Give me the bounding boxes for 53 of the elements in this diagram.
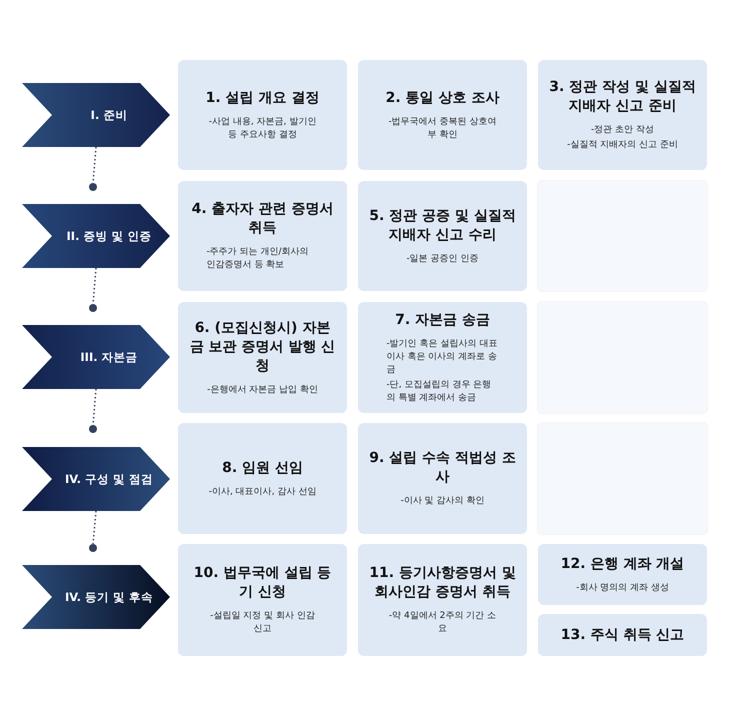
step-note: -단, 모집설립의 경우 은행의 특별 계좌에서 송금 — [386, 378, 492, 404]
step-title: 6. (모집신청시) 자본금 보관 증명서 발행 신청 — [188, 318, 336, 376]
step-title: 3. 정관 작성 및 실질적 지배자 신고 준비 — [548, 78, 697, 116]
step-title: 4. 출자자 관련 증명서 취득 — [190, 200, 334, 238]
step-card — [358, 423, 527, 534]
step-note: -설립일 지정 및 회사 인감 신고 — [209, 610, 316, 636]
step-card — [178, 302, 347, 413]
step-title: 5. 정관 공증 및 실질적 지배자 신고 수리 — [368, 206, 517, 244]
step-note: -회사 명의의 계좌 생성 — [576, 582, 669, 594]
step-title: 11. 등기사항증명서 및 회사인감 증명서 취득 — [368, 564, 517, 602]
stage-label: I. 준비 — [90, 108, 128, 122]
timeline-dot — [89, 425, 97, 433]
step-title: 9. 설립 수속 적법성 조사 — [368, 449, 517, 487]
step-title: 8. 임원 선임 — [222, 458, 303, 478]
step-note: -일본 공증인 인증 — [406, 252, 478, 266]
stage-label: IV. 등기 및 후속 — [64, 590, 154, 604]
timeline-dot — [89, 304, 97, 312]
step-note: -실질적 지배자의 신고 준비 — [567, 139, 678, 152]
timeline-dot — [89, 183, 97, 191]
step-note: -이사 및 감사의 확인 — [400, 495, 484, 508]
step-note: -발기인 혹은 설립사의 대표이사 혹은 이사의 계좌로 송금 — [386, 338, 498, 376]
dotted-connector — [92, 268, 97, 304]
step-card — [358, 181, 527, 291]
step-note: -정관 초안 작성 — [591, 124, 654, 137]
step-note: -은행에서 자본금 납입 확인 — [207, 384, 318, 396]
step-title: 7. 자본금 송금 — [395, 310, 490, 330]
dotted-connector — [92, 146, 97, 184]
stage-label: IV. 구성 및 점검 — [64, 472, 154, 486]
step-title: 12. 은행 계좌 개설 — [560, 554, 684, 574]
step-card — [358, 302, 527, 413]
step-card — [358, 60, 527, 170]
step-note: -이사, 대표이사, 감사 선임 — [208, 486, 316, 498]
stage-label: III. 자본금 — [80, 350, 138, 364]
step-card — [358, 544, 527, 656]
step-title: 10. 법무국에 설립 등기 신청 — [192, 564, 332, 602]
step-note: -사업 내용, 자본금, 발기인 등 주요사항 결정 — [208, 116, 318, 142]
step-card — [178, 544, 347, 656]
step-note: -법무국에서 중복된 상호여부 확인 — [388, 116, 498, 142]
stage-label: II. 증빙 및 인증 — [66, 228, 152, 244]
step-card — [538, 544, 707, 605]
step-card — [178, 60, 347, 170]
step-card — [178, 423, 347, 534]
step-card — [538, 614, 707, 656]
step-card — [178, 181, 347, 291]
dotted-connector — [92, 510, 97, 544]
dotted-connector — [92, 388, 97, 426]
step-card — [538, 60, 707, 170]
step-note: -약 4일에서 2주의 기간 소요 — [388, 610, 498, 636]
timeline-dot — [89, 544, 97, 552]
step-note: -주주가 되는 개인/회사의 인감증명서 등 확보 — [206, 246, 310, 272]
step-title: 13. 주식 취득 신고 — [560, 626, 684, 644]
step-title: 1. 설립 개요 결정 — [206, 88, 320, 108]
step-title: 2. 통일 상호 조사 — [386, 88, 500, 108]
